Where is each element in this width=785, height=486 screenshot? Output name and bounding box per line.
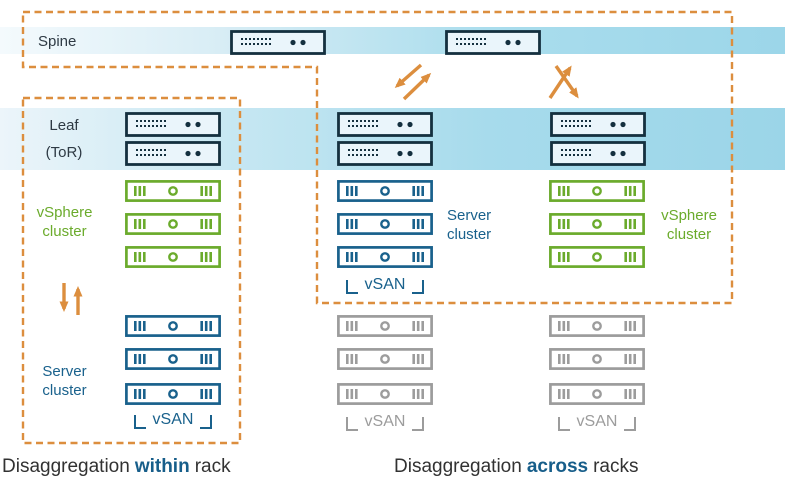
bracket-right-icon xyxy=(624,417,637,431)
caption-text: rack xyxy=(194,456,231,477)
server-icon xyxy=(337,348,433,370)
server-icon xyxy=(337,383,433,405)
bracket-right-icon xyxy=(412,280,425,294)
label-line: cluster xyxy=(666,226,712,243)
switch-icon xyxy=(550,112,646,137)
switch-icon xyxy=(125,141,221,166)
server-icon xyxy=(125,315,221,337)
server-icon xyxy=(125,213,221,235)
switch-icon xyxy=(230,30,326,55)
vsphere-cluster-label: vSphere cluster xyxy=(650,206,728,244)
arrow-up-right-icon xyxy=(548,65,572,99)
server-icon xyxy=(549,180,645,202)
server-icon xyxy=(337,213,433,235)
server-icon xyxy=(549,246,645,268)
spine-label: Spine xyxy=(38,33,77,50)
label-line: cluster xyxy=(447,226,492,243)
switch-icon xyxy=(550,141,646,166)
label-line: vSphere xyxy=(36,204,93,221)
bracket-right-icon xyxy=(412,417,425,431)
server-icon xyxy=(125,348,221,370)
server-icon xyxy=(125,180,221,202)
vsan-label: vSAN xyxy=(325,274,445,294)
vsan-label: vSAN xyxy=(325,411,445,431)
label-line: vSphere xyxy=(661,207,717,224)
label-line: cluster xyxy=(42,382,87,399)
bracket-left-icon xyxy=(133,415,146,429)
bracket-left-icon xyxy=(345,280,358,294)
switch-icon xyxy=(125,112,221,137)
vsan-text: vSAN xyxy=(364,413,406,430)
vsan-text: vSAN xyxy=(576,413,618,430)
server-cluster-label: Server cluster xyxy=(447,206,491,244)
switch-icon xyxy=(445,30,541,55)
server-icon xyxy=(125,246,221,268)
vsan-label: vSAN xyxy=(537,411,657,431)
server-icon xyxy=(549,383,645,405)
vsan-text: vSAN xyxy=(364,276,406,293)
label-line: cluster xyxy=(42,223,87,240)
arrow-down-left-icon xyxy=(394,63,423,88)
bracket-left-icon xyxy=(557,417,570,431)
server-icon xyxy=(337,180,433,202)
spine-fabric-band xyxy=(0,27,785,54)
caption-text: Disaggregation xyxy=(2,456,130,477)
vsan-text: vSAN xyxy=(152,411,194,428)
vsphere-cluster-label: vSphere cluster xyxy=(22,203,107,241)
switch-icon xyxy=(337,141,433,166)
server-icon xyxy=(549,213,645,235)
bracket-left-icon xyxy=(345,417,358,431)
leaf-label: Leaf (ToR) xyxy=(28,112,100,166)
server-icon xyxy=(125,383,221,405)
server-icon xyxy=(549,348,645,370)
bracket-right-icon xyxy=(200,415,213,429)
server-icon xyxy=(549,315,645,337)
arrow-down-right-icon xyxy=(554,65,579,99)
arrow-up-right-icon xyxy=(402,72,432,101)
label-line: Server xyxy=(42,363,87,380)
caption-text: racks xyxy=(593,456,639,477)
caption-highlight: across xyxy=(526,456,589,477)
server-cluster-label: Server cluster xyxy=(22,362,107,400)
leaf-label-line1: Leaf xyxy=(49,117,79,134)
leaf-label-line2: (ToR) xyxy=(45,144,83,161)
server-icon xyxy=(337,246,433,268)
caption-highlight: within xyxy=(134,456,190,477)
vsan-label: vSAN xyxy=(113,409,233,429)
label-line: Server xyxy=(447,207,492,224)
server-icon xyxy=(337,315,433,337)
caption-text: Disaggregation xyxy=(394,456,522,477)
switch-icon xyxy=(337,112,433,137)
